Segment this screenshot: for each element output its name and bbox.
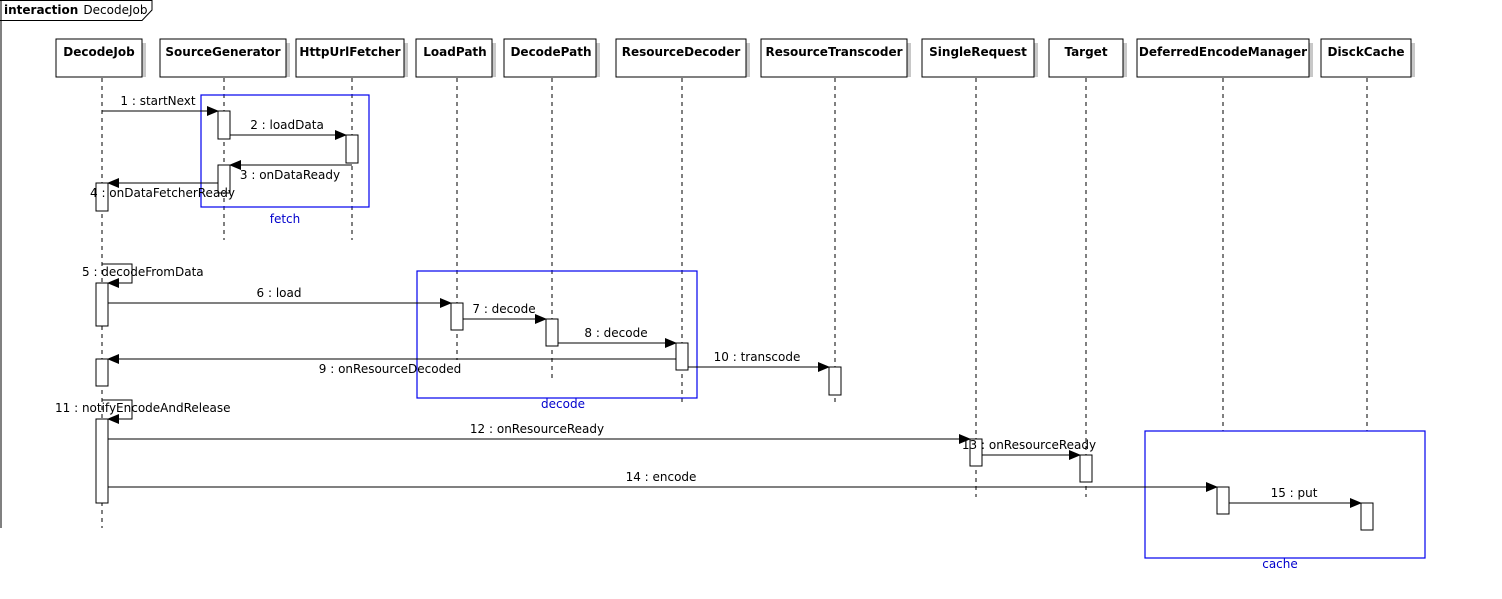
message-2: 2 : loadData: [230, 118, 347, 140]
activation-decodepath: [545, 318, 559, 347]
message-label-2: 2 : loadData: [250, 118, 324, 132]
activation-loadpath: [450, 302, 464, 331]
lifeline-label-httpurlfetcher: HttpUrlFetcher: [299, 45, 400, 59]
message-10: 10 : transcode: [688, 350, 830, 372]
lifeline-label-singlerequest: SingleRequest: [929, 45, 1027, 59]
message-6: 6 : load: [108, 286, 452, 308]
message-7: 7 : decode: [463, 302, 547, 324]
message-label-6: 6 : load: [257, 286, 302, 300]
activation-httpurlfetcher: [345, 134, 359, 164]
message-11: 11 : notifyEncodeAndRelease: [55, 399, 231, 424]
lifeline-singlerequest: SingleRequest: [921, 38, 1038, 497]
lifeline-label-target: Target: [1064, 45, 1107, 59]
fragment-decode: decode: [416, 270, 698, 411]
lifeline-httpurlfetcher: HttpUrlFetcher: [295, 38, 408, 240]
fragment-cache: cache: [1144, 430, 1426, 571]
lifelines: DecodeJob SourceGenerator HttpUrlFetcher…: [55, 38, 1415, 528]
lifeline-deferredencodemanager: DeferredEncodeManager: [1136, 38, 1313, 431]
lifeline-decodejob: DecodeJob: [55, 38, 146, 528]
activation-deferredencodemanager: [1216, 486, 1230, 515]
lifeline-target: Target: [1048, 38, 1127, 497]
frame-title: interaction DecodeJob: [4, 0, 147, 18]
frame-keyword: interaction: [4, 3, 78, 17]
interaction-frame: interaction DecodeJob: [0, 0, 153, 528]
lifeline-sourcegenerator: SourceGenerator: [159, 38, 290, 240]
message-label-13: 13 : onResourceReady: [962, 438, 1096, 452]
message-label-1: 1 : startNext: [120, 94, 196, 108]
message-8: 8 : decode: [558, 326, 677, 348]
activation-sourcegenerator-1: [217, 110, 231, 140]
activation-disckcache: [1360, 502, 1374, 531]
activation-decodejob-1: [95, 182, 109, 212]
lifeline-label-disckcache: DisckCache: [1327, 45, 1404, 59]
message-14: 14 : encode: [108, 470, 1218, 492]
lifeline-resourcedecoder: ResourceDecoder: [615, 38, 750, 405]
message-label-3: 3 : onDataReady: [240, 168, 340, 182]
lifeline-resourcetranscoder: ResourceTranscoder: [760, 38, 911, 405]
message-label-15: 15 : put: [1271, 486, 1318, 500]
message-13: 13 : onResourceReady: [962, 438, 1096, 460]
message-label-5: 5 : decodeFromData: [82, 265, 204, 279]
activation-resourcetranscoder: [828, 366, 842, 396]
lifeline-label-resourcetranscoder: ResourceTranscoder: [765, 45, 902, 59]
message-label-4: 4 : onDataFetcherReady: [90, 186, 235, 200]
lifeline-disckcache: DisckCache: [1320, 38, 1415, 431]
activation-resourcedecoder: [675, 342, 689, 371]
message-5: 5 : decodeFromData: [82, 263, 204, 288]
activation-decodejob-2: [95, 282, 109, 327]
messages: 1 : startNext 2 : loadData 3 : onDataRea…: [55, 94, 1362, 508]
message-label-12: 12 : onResourceReady: [470, 422, 604, 436]
lifeline-label-loadpath: LoadPath: [423, 45, 486, 59]
message-4: 4 : onDataFetcherReady: [90, 178, 235, 200]
message-label-11: 11 : notifyEncodeAndRelease: [55, 401, 231, 415]
activation-sourcegenerator-2: [217, 164, 231, 194]
message-3: 3 : onDataReady: [229, 160, 352, 182]
message-12: 12 : onResourceReady: [108, 422, 971, 444]
activation-target: [1079, 454, 1093, 483]
fragment-label-decode: decode: [541, 397, 585, 411]
message-label-9: 9 : onResourceDecoded: [319, 362, 461, 376]
message-label-7: 7 : decode: [472, 302, 535, 316]
activation-decodejob-4: [95, 418, 109, 504]
fragment-label-fetch: fetch: [270, 212, 301, 226]
lifeline-decodepath: DecodePath: [503, 38, 600, 382]
message-label-10: 10 : transcode: [714, 350, 801, 364]
message-15: 15 : put: [1229, 486, 1362, 508]
message-label-14: 14 : encode: [626, 470, 697, 484]
lifeline-label-decodejob: DecodeJob: [63, 45, 135, 59]
message-1: 1 : startNext: [102, 94, 219, 116]
lifeline-label-deferredencodemanager: DeferredEncodeManager: [1139, 45, 1307, 59]
lifeline-label-resourcedecoder: ResourceDecoder: [622, 45, 741, 59]
frame-name: DecodeJob: [83, 3, 147, 17]
activation-decodejob-3: [95, 358, 109, 387]
message-9: 9 : onResourceDecoded: [107, 354, 676, 376]
fragment-label-cache: cache: [1262, 557, 1298, 571]
message-label-8: 8 : decode: [584, 326, 647, 340]
activation-singlerequest: [969, 438, 983, 467]
lifeline-label-decodepath: DecodePath: [510, 45, 591, 59]
activations: [95, 110, 1374, 531]
fragment-fetch: fetch: [200, 94, 370, 226]
lifeline-label-sourcegenerator: SourceGenerator: [165, 45, 280, 59]
